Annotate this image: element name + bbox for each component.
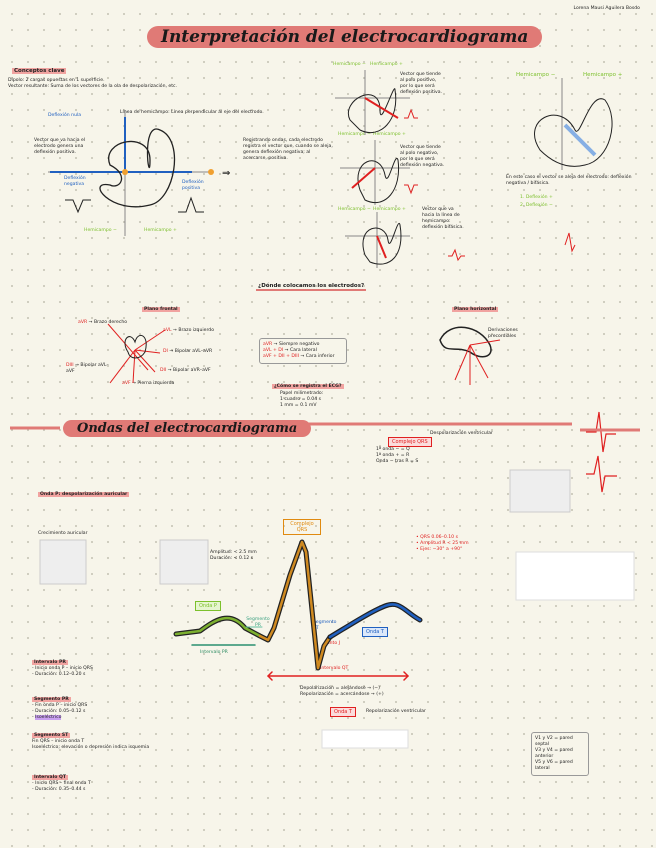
conceptos-heading: Conceptos clave [12, 68, 67, 74]
hemicampo-neg-1: Hemicampo − [333, 62, 366, 67]
vector-note: Vector que va hacia el electrodo genera … [34, 138, 86, 155]
onda-t-desc: Repolarización ventricular [366, 709, 426, 714]
conceptos-lines: Dipolo: 2 cargas opuestas en 1 superfici… [8, 78, 308, 90]
right-note: En este caso el vector se aleja del elec… [506, 175, 632, 186]
segmento-pr-label: Segmento PR [246, 617, 270, 628]
cara-row: aVF + DII + DIII → Cara inferior [263, 354, 335, 359]
deflexion-negativa-label: Deflexión negativa [64, 176, 86, 187]
hemicampo-positivo-label: Hemicampo + [144, 228, 177, 233]
punto-j-label: Punto J [324, 641, 340, 646]
vector-note-1: Vector que tiende al polo positivo, por … [400, 72, 443, 95]
lead-avl: aVL → Brazo izquierdo [163, 328, 215, 333]
deflexion-nula-label: Deflexión nula [48, 113, 82, 118]
precordial-leads-image [515, 551, 635, 601]
plano-horizontal-label: Plano horizontal [452, 307, 499, 312]
lead-avf: aVF → Pierna izquierda [122, 381, 175, 386]
electrodos-heading: ¿Dónde colocamos los electrodos? [256, 283, 367, 291]
svg-text:⇒: ⇒ [222, 168, 230, 179]
bottom-note-intervalo-qt: Intervalo QT - Inicio QRS – final onda T… [32, 775, 91, 792]
qrs-desc: Despolarización ventricular [430, 431, 493, 436]
qrs-box: Complejo QRS [388, 437, 432, 447]
qrs-criteria: • QRS 0.06–0.10 s • Amplitud R < 25 mm •… [416, 535, 469, 552]
vector-note-2: Vector que tiende al polo negativo, por … [400, 145, 445, 168]
vector-diagram-right [534, 78, 613, 253]
thorax-image-2 [159, 539, 209, 585]
thorax-image-3 [509, 469, 571, 513]
hemicampo-negativo-label: Hemicampo − [84, 228, 117, 233]
como-registra-heading: ¿Cómo se registra el ECG? [272, 384, 344, 389]
thorax-image-1 [39, 539, 87, 585]
author-name: Lorena Mausi Aguilera Bosdo [573, 6, 640, 11]
bottom-note-segmento-st: Segmento ST Fin QRS – inicio onda T Isoe… [32, 733, 150, 750]
lead-dii: DII → Bipolar aVR–aVF [160, 368, 211, 373]
right-notes: Depolarización = alejándose → (−)Repolar… [300, 686, 384, 697]
registro-lines: Papel milimetrado: 1 cuadro = 0.04 s 1 m… [280, 391, 324, 408]
hemicampo-neg-2: Hemicampo − [338, 132, 371, 137]
plano-frontal-label: Plano frontal [142, 307, 180, 312]
hipertrofia-label: Crecimiento auricular [38, 531, 88, 536]
hemicampo-neg-3: Hemicampo − [338, 207, 371, 212]
onda-t-label: Onda T [362, 627, 388, 637]
segmento-st-label: Segmento ST [313, 620, 337, 631]
hemicampo-pos-3: Hemicampo + [373, 207, 406, 212]
onda-t-box: Onda T [330, 707, 356, 717]
hemicampo-pos-right: Hemicampo + [583, 72, 623, 78]
bottom-note-intervalo-pr: Intervalo PR - Inicio onda P – inicio QR… [32, 660, 93, 677]
intervalo-qt-label: Intervalo QT [320, 666, 349, 671]
right-item-2: 2. Deflexión − [520, 203, 553, 208]
qrs-label: Complejo QRS [283, 519, 321, 535]
ondas-heading: Ondas del electrocardiograma [63, 420, 312, 437]
lead-avr: aVR → Brazo derecho [78, 320, 128, 325]
vector-note-3: Vector que va hacia la línea de hemicamp… [422, 207, 464, 230]
t-wave-leads-image [321, 729, 409, 749]
concepto-line: Dipolo: 2 cargas opuestas en 1 superfici… [8, 78, 105, 83]
lead-di: DI → Bipolar aVL–aVR [163, 349, 213, 354]
right-item-1: 1. Deflexión + [520, 195, 553, 200]
onda-p-label: Onda P [195, 601, 221, 611]
deflexion-positiva-label: Deflexión positiva [182, 180, 204, 191]
page-title: Interpretación del electrocardiograma [147, 26, 543, 48]
concepto-line: Vector resultante: Suma de los vectores … [8, 84, 178, 89]
mini-ecg-right [580, 411, 640, 493]
hemicampo-pos-1: Hemicampo + [370, 62, 403, 67]
onda-p-note: Onda P: despolarización auricular [38, 492, 130, 497]
intervalo-pr-label: Intervalo PR [200, 650, 228, 655]
hemicampo-pos-2: Hemicampo + [373, 132, 406, 137]
frontal-plane-diagram [107, 323, 166, 384]
lead-diii: DIII → Bipolar aVL–aVF [66, 363, 109, 374]
precordiales-label: Derivaciones precordiales [488, 328, 518, 339]
bottom-note-segmento-pr: Segmento PR - Fin onda P – inicio QRS - … [32, 697, 88, 720]
conceptos-right-text: Registrando ondas, cada electrodo regist… [243, 138, 333, 161]
ecg-waveform [173, 539, 423, 681]
caras-box: aVR → Siempre negativo aVL + DI → Cara l… [259, 338, 347, 364]
concept-axes-diagram: ⇒ [48, 110, 230, 236]
cara-row: aVR → Siempre negativo [263, 342, 320, 347]
linea-hemicampo-label: Línea de hemicampo: Línea perpendicular … [120, 110, 264, 115]
cara-row: aVL + DI → Cara lateral [263, 348, 317, 353]
hemicampo-neg-right: Hemicampo − [516, 72, 556, 78]
